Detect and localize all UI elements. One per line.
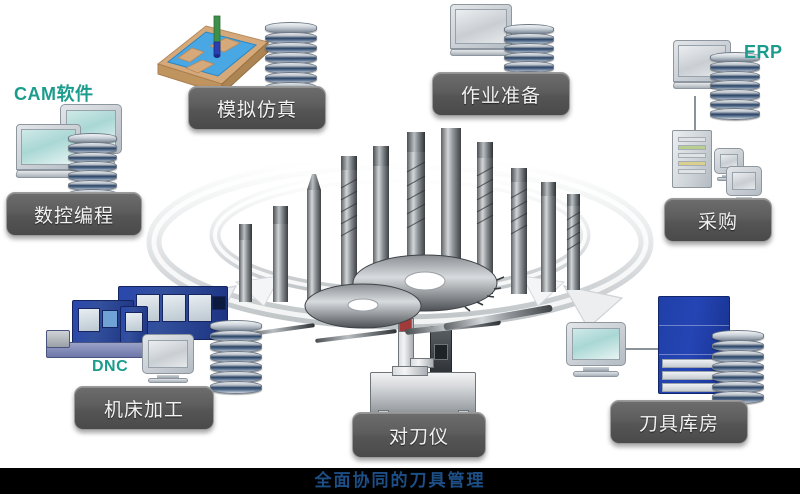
cabinet-divider xyxy=(659,325,729,326)
cam-workpiece-svg xyxy=(156,15,270,96)
monitor-icon xyxy=(566,322,626,380)
node-label-machining[interactable]: 机床加工 xyxy=(74,386,214,430)
database-icon xyxy=(710,52,760,120)
monitor-body xyxy=(566,322,626,367)
network-cable xyxy=(624,348,662,350)
monitor-base xyxy=(147,378,189,384)
presetter-table xyxy=(370,372,476,416)
cnc-machine-icon xyxy=(46,286,228,366)
cutting-tools-cluster xyxy=(215,116,605,343)
cnc-window xyxy=(162,294,186,322)
presetter-display xyxy=(434,344,448,360)
cabinet-divider xyxy=(659,354,729,355)
accent-label-dnc: DNC xyxy=(92,358,129,375)
monitor-stand xyxy=(156,374,180,379)
laptop-screen xyxy=(455,9,507,44)
presetter-spindle xyxy=(392,366,428,376)
monitor-screen xyxy=(572,328,620,361)
monitor-screen xyxy=(148,340,188,368)
node-label-job-preparation[interactable]: 作业准备 xyxy=(432,72,570,116)
cnc-window xyxy=(78,308,100,332)
monitor-stand xyxy=(582,367,610,372)
monitor-body xyxy=(726,166,762,197)
cnc-indicator xyxy=(102,310,118,328)
laptop-screen xyxy=(21,129,77,166)
node-label-tool-crib[interactable]: 刀具库房 xyxy=(610,400,748,444)
bottom-title-bar: 全面协同的刀具管理 xyxy=(0,468,800,494)
laptop-icon xyxy=(448,4,524,66)
tower-slot xyxy=(678,153,706,158)
laptop-lid xyxy=(450,4,512,49)
db-disc xyxy=(710,108,760,120)
cutting-tools-svg xyxy=(239,116,581,343)
node-label-purchasing[interactable]: 采购 xyxy=(664,198,772,242)
accent-label-cam: CAM软件 xyxy=(14,84,94,104)
node-label-nc-programming[interactable]: 数控编程 xyxy=(6,192,142,236)
db-disc xyxy=(210,381,262,394)
cam-workpiece-icon xyxy=(152,12,272,96)
cnc-window xyxy=(125,312,143,332)
monitor-base xyxy=(572,371,620,377)
monitor-icon xyxy=(142,334,194,386)
node-label-tool-presetter[interactable]: 对刀仪 xyxy=(352,412,486,458)
tower-slot xyxy=(678,145,706,150)
database-icon xyxy=(210,320,262,394)
tower-slot xyxy=(678,137,706,142)
tower-slot xyxy=(678,161,706,166)
network-cable xyxy=(694,96,696,132)
node-label-simulation[interactable]: 模拟仿真 xyxy=(188,86,326,130)
database-icon xyxy=(712,330,764,404)
database-icon xyxy=(265,22,317,94)
cnc-panel xyxy=(212,296,226,310)
cnc-chuck xyxy=(46,330,70,348)
accent-label-erp: ERP xyxy=(744,42,783,62)
server-tower-icon xyxy=(672,130,712,188)
monitor-screen xyxy=(732,172,756,191)
cnc-window xyxy=(188,294,212,322)
tower-slot xyxy=(678,169,706,174)
monitor-body xyxy=(142,334,194,374)
database-icon xyxy=(68,133,117,201)
page-title: 全面协同的刀具管理 xyxy=(314,471,486,490)
